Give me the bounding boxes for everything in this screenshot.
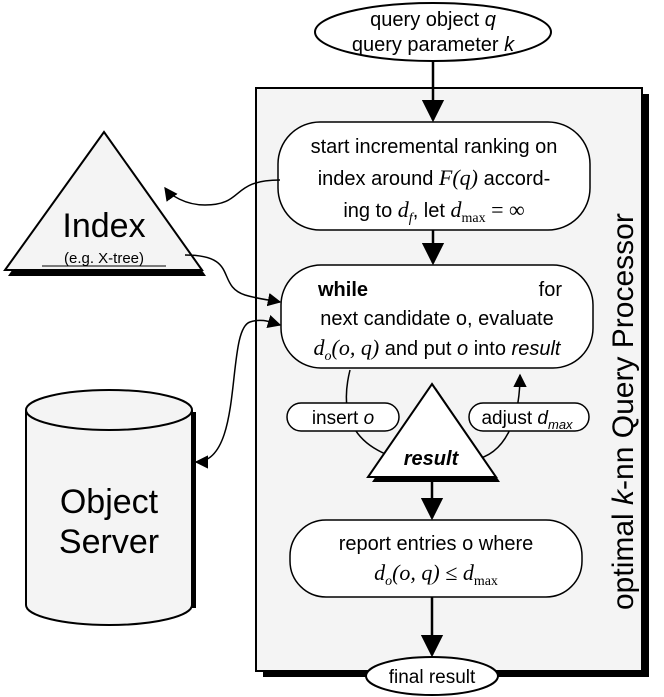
object-server [25, 389, 196, 626]
adjust-label: adjust dmax [481, 408, 573, 432]
arrow-server-while [194, 315, 282, 469]
result-triangle [366, 382, 498, 478]
query-oval-line1: query object q [370, 9, 496, 31]
report-line1: report entries o where [339, 533, 534, 555]
index-subtitle: (e.g. X-tree) [64, 250, 144, 267]
index-title: Index [62, 207, 145, 245]
object-server-line1: Object [60, 483, 159, 521]
ranking-box-line3: ing to df, let dmax = ∞ [343, 197, 524, 226]
report-box [289, 519, 583, 598]
while-line3: do(o, q) and put o into result [314, 335, 562, 364]
arrow-index-to-while [184, 254, 282, 307]
arrow-ranking-to-index [164, 179, 281, 206]
processor-label: optimal k-nn Query Processor [607, 213, 640, 610]
while-keyword: while [317, 279, 368, 301]
insert-label-box [286, 402, 400, 432]
ranking-box-line2: index around F(q) accord- [318, 165, 551, 190]
final-label: final result [389, 667, 476, 688]
insert-label: insert o [312, 408, 374, 429]
index-triangle [3, 130, 204, 271]
while-for: for [539, 279, 563, 301]
result-label: result [404, 448, 460, 470]
adjust-label-box [468, 402, 590, 432]
report-line2: do(o, q) ≤ dmax [374, 560, 498, 589]
ranking-box-line1: start incremental ranking on [311, 136, 558, 158]
final-oval [365, 656, 499, 696]
object-server-line2: Server [59, 523, 159, 561]
query-oval-line2: query parameter k [352, 34, 515, 56]
query-oval [314, 2, 552, 62]
while-line2: next candidate o, evaluate [320, 308, 554, 330]
